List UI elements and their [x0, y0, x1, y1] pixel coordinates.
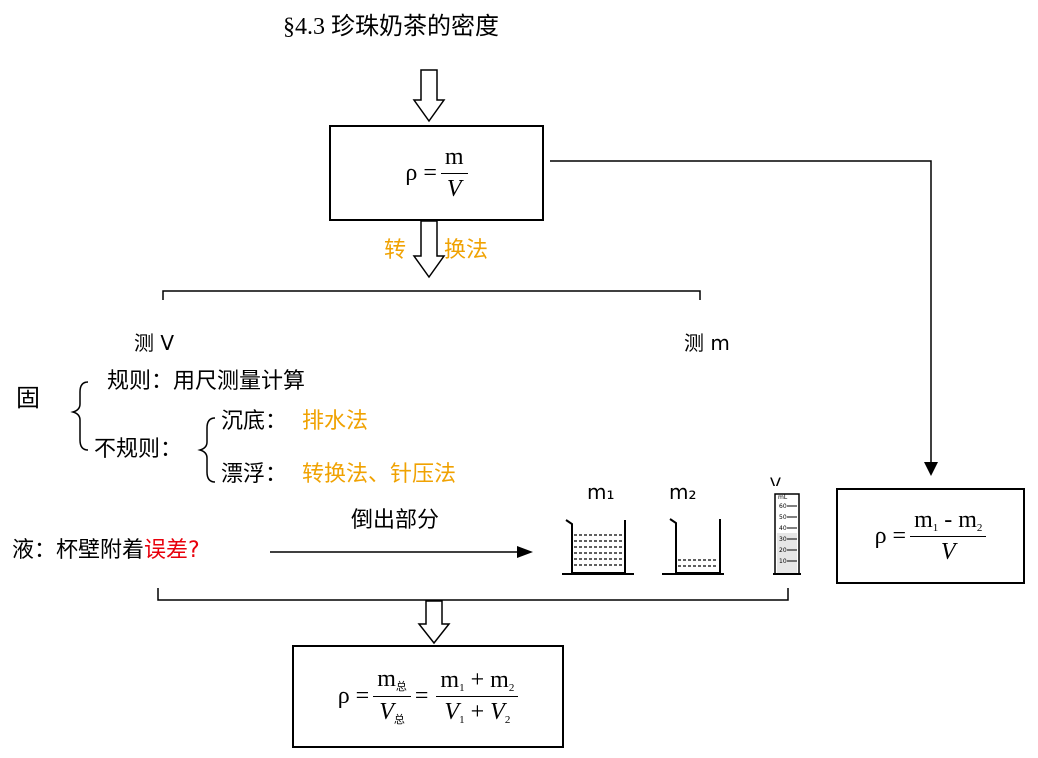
- sum-numerator: m1 + m2: [436, 667, 519, 697]
- cylinder-tick-label: 10: [779, 558, 787, 565]
- cylinder-tick-label: 20: [779, 547, 787, 554]
- subscript: 总: [395, 681, 407, 693]
- sink-method: 排水法: [302, 409, 369, 434]
- method-label-part1: 转: [384, 238, 407, 263]
- beaker-m1-icon: [562, 519, 634, 575]
- cylinder-tick-label: 50: [779, 514, 787, 521]
- mass-difference-formula-box: ρ = m1 - m2 V: [836, 488, 1025, 584]
- num-m: m: [377, 666, 396, 692]
- cylinder-tick-label: 30: [779, 536, 787, 543]
- pour-out-label: 倒出部分: [351, 508, 440, 533]
- measure-volume-label: 测 V: [134, 331, 175, 355]
- irregular-solid-label: 不规则：: [94, 437, 183, 462]
- plus-sign: +: [470, 699, 485, 725]
- subscript: 总: [393, 714, 405, 726]
- sum-denominator: V1 + V2: [440, 697, 514, 726]
- num-m: m: [958, 506, 977, 533]
- cylinder-tick-label: 60: [779, 503, 787, 510]
- formula-numerator: m: [440, 144, 468, 174]
- minus-sign: -: [938, 506, 959, 533]
- den-v: V: [379, 699, 394, 725]
- num-m: m: [490, 667, 509, 693]
- m1-label: m₁: [587, 480, 615, 504]
- total-density-formula-box: ρ = m总 V总 = m1 + m2 V1 + V2: [292, 645, 564, 748]
- arrow-head-icon: [924, 462, 938, 476]
- beaker-m2-icon: [662, 518, 724, 575]
- plus-sign: +: [470, 667, 485, 693]
- cylinder-tick-labels: 60 50 40 30 20 10: [779, 501, 787, 567]
- subscript: 2: [508, 682, 515, 694]
- solid-label: 固: [16, 386, 40, 412]
- density-formula-box: ρ = m V: [329, 125, 544, 221]
- down-arrow-icon: [412, 69, 446, 123]
- total-fraction: m总 V总: [373, 666, 411, 727]
- graduated-cylinder-icon: [773, 493, 801, 575]
- solid-brace: [70, 381, 89, 451]
- v-label: V: [770, 474, 781, 486]
- down-arrow-icon: [417, 600, 451, 645]
- liquid-label: 液：杯壁附着: [12, 538, 145, 563]
- irregular-brace: [197, 417, 216, 483]
- subscript: 1: [459, 714, 465, 726]
- regular-solid-text: 规则：用尺测量计算: [107, 369, 306, 394]
- den-v: V: [444, 699, 460, 725]
- float-label: 漂浮：: [221, 462, 288, 487]
- equals-sign: =: [414, 683, 429, 709]
- den-v: V: [490, 699, 505, 725]
- bottom-bracket: [157, 588, 789, 601]
- page-title: §4.3 珍珠奶茶的密度: [283, 14, 499, 40]
- formula-right-numerator: m1 - m2: [910, 506, 987, 537]
- sink-label: 沉底：: [221, 409, 288, 434]
- sum-fraction: m1 + m2 V1 + V2: [436, 667, 519, 726]
- arrow-head-icon: [517, 546, 533, 558]
- down-arrow-icon: [412, 220, 446, 279]
- subscript: 1: [459, 682, 465, 694]
- subscript: 2: [976, 521, 983, 534]
- formula-right-denominator: V: [940, 538, 956, 565]
- right-connector-line: [550, 160, 932, 467]
- subscript: 2: [504, 714, 511, 726]
- float-method: 转换法、针压法: [302, 462, 457, 487]
- error-label: 误差?: [144, 538, 200, 563]
- formula-denominator: V: [446, 175, 462, 202]
- subscript: 1: [932, 521, 939, 534]
- num-m: m: [914, 506, 933, 533]
- formula-right-fraction: m1 - m2 V: [910, 506, 987, 566]
- total-denominator: V总: [375, 697, 409, 727]
- cylinder-unit-label: mL: [778, 494, 788, 501]
- method-label-part2: 换法: [444, 238, 489, 263]
- cylinder-tick-label: 40: [779, 525, 787, 532]
- formula-fraction: m V: [440, 144, 468, 203]
- num-m: m: [440, 667, 460, 693]
- total-numerator: m总: [373, 666, 411, 697]
- branch-bracket: [162, 290, 701, 300]
- formula-bottom-lhs: ρ =: [337, 683, 370, 709]
- measure-mass-label: 测 m: [684, 331, 730, 355]
- formula-lhs: ρ =: [405, 159, 437, 186]
- liquid-row: 液：杯壁附着误差?: [12, 538, 200, 564]
- formula-right-lhs: ρ =: [874, 522, 907, 549]
- m2-label: m₂: [669, 480, 697, 504]
